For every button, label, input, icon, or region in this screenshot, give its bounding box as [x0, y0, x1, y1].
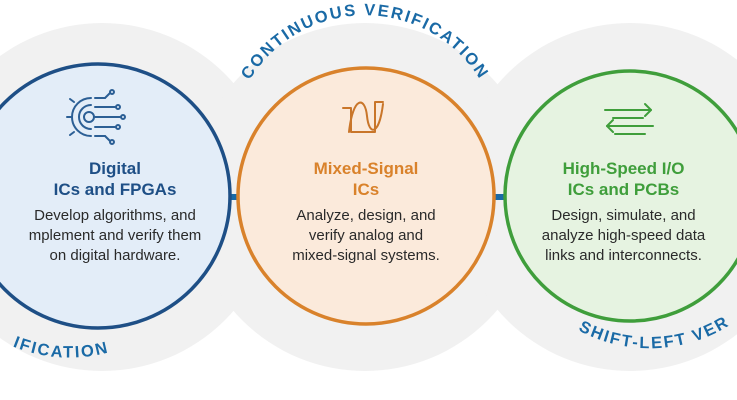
circle-digital: [0, 62, 232, 330]
card-high-speed-io: High-Speed I/O ICs and PCBs Design, simu…: [510, 158, 737, 266]
analog-digital-waveform-icon: [342, 101, 384, 133]
card-digital: Digital ICs and FPGAs Develop algorithms…: [0, 158, 230, 266]
connector-right: [480, 194, 514, 200]
circle-highspeed: [503, 69, 737, 323]
chip-circuit-icon: [66, 89, 126, 145]
card-high-speed-io-description: Design, simulate, and analyze high-speed…: [541, 207, 706, 264]
card-mixed-signal-description: Analyze, design, and verify analog and m…: [292, 207, 440, 264]
data-transfer-arrows-icon: [604, 103, 654, 135]
card-mixed-signal-title: Mixed-Signal ICs: [313, 159, 419, 199]
card-digital-description: Develop algorithms, and mplement and ver…: [28, 207, 202, 264]
circle-mixed: [236, 66, 496, 326]
card-mixed-signal: Mixed-Signal ICs Analyze, design, and ve…: [254, 158, 478, 266]
card-high-speed-io-title: High-Speed I/O ICs and PCBs: [562, 159, 685, 199]
connector-left: [210, 194, 256, 200]
card-digital-title: Digital ICs and FPGAs: [53, 159, 177, 199]
